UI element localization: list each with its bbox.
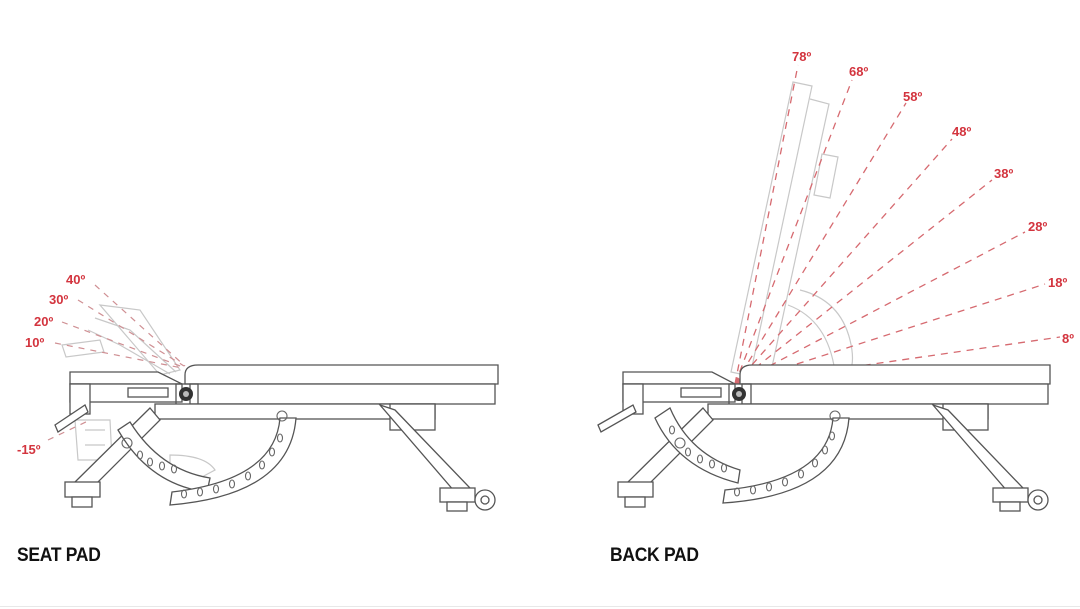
seat-angle-label-10: 10º [25,335,44,350]
back-bench [597,364,1051,512]
bottom-divider [0,606,1080,607]
back-angle-label-68: 68º [849,64,868,79]
back-angle-label-38: 38º [994,166,1013,181]
seat-angle-label-20: 20º [34,314,53,329]
back-angle-label-58: 58º [903,89,922,104]
seat-pad-caption: SEAT PAD [17,545,101,566]
back-angle-rays [734,64,1061,385]
seat-angle-label-30: 30º [49,292,68,307]
seat-angle-rays [47,284,186,441]
back-angle-label-18: 18º [1048,275,1067,290]
back-angle-label-48: 48º [952,124,971,139]
seat-angle-label-minus15: -15º [17,442,41,457]
back-pad-caption: BACK PAD [610,545,699,566]
seat-bench [54,364,499,512]
seat-pad-diagram: 40º 30º 20º 10º -15º [17,272,499,512]
back-angle-label-78: 78º [792,49,811,64]
back-angle-label-28: 28º [1028,219,1047,234]
seat-angle-label-40: 40º [66,272,85,287]
back-angle-label-8: 8º [1062,331,1074,346]
back-pad-diagram: 78º 68º 58º 48º 38º 28º 18º 8º [597,49,1074,512]
